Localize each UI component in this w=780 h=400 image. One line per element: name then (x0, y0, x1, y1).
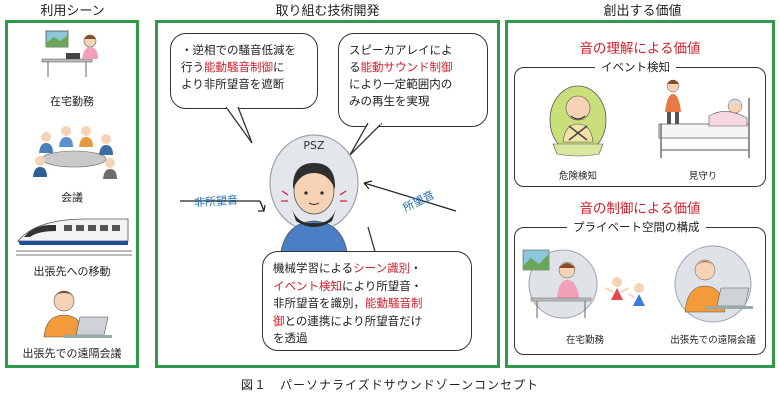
scene-label-travel: 出張先への移動 (33, 265, 111, 278)
private-home-label: 在宅勤務 (565, 335, 604, 346)
anc-line3: より非所望音を遮断 (181, 77, 285, 91)
asc-line4: みの再生を実現 (349, 94, 430, 108)
ml-l3a: 非所望音を識別， (273, 296, 365, 310)
value-panel: 音の理解による価値 イベント検知 危険検知 見守り 音の制御によ (505, 20, 775, 368)
ml-bubble: 機械学習によるシーン識別・ イベント検知により所望音・ 非所望音を識別，能動騒音… (262, 251, 472, 351)
ml-l2b: により所望音・ (342, 278, 423, 293)
ml-l4b: との連携により所望音だけ (284, 313, 423, 328)
home-work-illustration (41, 30, 98, 77)
private-space-title: プライベート空間の構成 (567, 219, 706, 235)
anc-line2a: 行う (181, 60, 204, 74)
anc-line2c: に (273, 60, 285, 74)
private-home-illustration (522, 249, 645, 319)
event-detection-box: イベント検知 危険検知 見守り (514, 59, 766, 187)
asc-line1: スピーカアレイによ (349, 43, 453, 57)
ml-anc-keyword: 能動騒音制 (365, 296, 423, 310)
train-illustration (16, 218, 132, 256)
meeting-illustration (33, 126, 117, 179)
danger-detection-illustration (549, 85, 607, 157)
scene-label-remote: 出張先での遠隔会議 (22, 347, 122, 360)
watch-over-label: 見守り (688, 171, 718, 182)
ml-l4a: 御 (273, 313, 285, 328)
unwanted-sound-label: 非所望音 (193, 193, 239, 210)
value-header: 創出する価値 (603, 4, 682, 19)
asc-line2a: る (349, 60, 361, 74)
ml-scene-keyword: シーン識別 (353, 261, 411, 275)
anc-keyword: 能動騒音制御 (204, 60, 273, 74)
sound-arrows (180, 180, 457, 212)
anc-line1: ・逆相での騒音低減を (181, 43, 296, 57)
anc-bubble: ・逆相での騒音低減を 行う能動騒音制御に より非所望音を遮断 (170, 33, 318, 109)
private-space-box: プライベート空間の構成 在宅勤務 出 (514, 219, 766, 355)
scene-label-meeting: 会議 (61, 191, 83, 204)
use-scene-header: 利用シーン (40, 4, 105, 19)
danger-detection-label: 危険検知 (558, 171, 597, 182)
control-value-title: 音の制御による価値 (579, 201, 701, 217)
asc-keyword: 能動サウンド制御 (360, 60, 453, 74)
ml-event-keyword: イベント検知 (273, 278, 342, 293)
figure-caption: 図１ パーソナライズドサウンドゾーンコンセプト (240, 378, 540, 392)
anc-bubble-tail (225, 107, 253, 144)
scene-label-home: 在宅勤務 (50, 95, 94, 108)
watch-over-illustration (658, 79, 750, 158)
ml-bubble-tail (367, 226, 392, 255)
asc-line3: により一定範囲内の (349, 77, 453, 91)
remote-meeting-illustration (43, 290, 112, 338)
event-detection-title: イベント検知 (595, 59, 676, 75)
ml-l5: を透過 (273, 331, 308, 345)
private-remote-illustration (674, 245, 753, 323)
psz-label: PSZ (303, 139, 325, 152)
ml-l1c: ・ (410, 261, 422, 275)
use-scene-panel: 在宅勤務 会議 出張先への移動 出張先での遠隔会議 (5, 20, 139, 368)
tech-header: 取り組む技術開発 (275, 4, 380, 19)
ml-l1a: 機械学習による (273, 261, 354, 275)
tech-panel: ・逆相での騒音低減を 行う能動騒音制御に より非所望音を遮断 スピーカアレイによ… (155, 20, 500, 368)
private-remote-label: 出張先での遠隔会議 (670, 335, 756, 346)
understanding-value-title: 音の理解による価値 (579, 41, 701, 57)
asc-bubble: スピーカアレイによ る能動サウンド制御 により一定範囲内の みの再生を実現 (338, 33, 488, 127)
